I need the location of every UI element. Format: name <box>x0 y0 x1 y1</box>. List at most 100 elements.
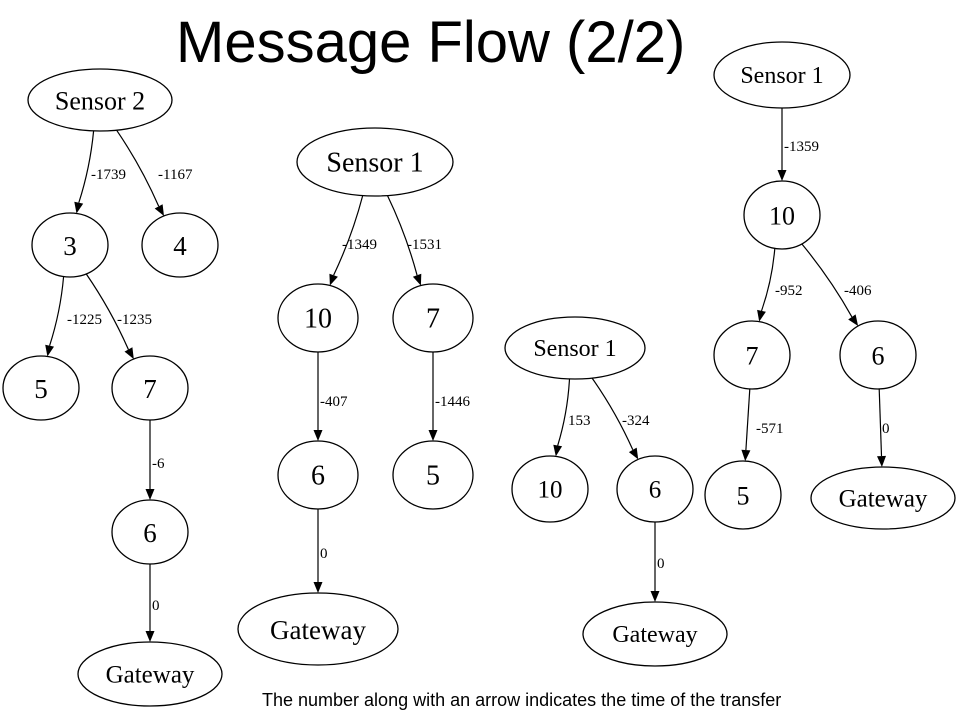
node-b_10: 10 <box>277 283 359 353</box>
arrowhead <box>628 447 639 460</box>
node-label: 7 <box>426 304 440 335</box>
slide-title: Message Flow (2/2) <box>176 10 686 75</box>
arrowhead <box>145 631 155 642</box>
node-label: Sensor 2 <box>55 87 145 116</box>
edge-d_10-d_7 <box>760 248 776 312</box>
node-label: Sensor 1 <box>533 336 616 362</box>
node-ellipse <box>111 499 189 565</box>
edge-b_s1-b_10 <box>333 195 364 276</box>
edge-label: -6 <box>152 456 165 472</box>
edge-d_6-d_gw <box>878 388 883 457</box>
node-ellipse <box>743 180 821 250</box>
node-ellipse <box>616 455 694 523</box>
node-label: Sensor 1 <box>326 148 423 179</box>
arrowhead <box>145 489 155 500</box>
arrowhead <box>313 430 323 441</box>
edge-label: -1225 <box>67 312 102 328</box>
arrowhead <box>553 444 563 457</box>
node-ellipse <box>31 212 109 278</box>
edge-label: -1531 <box>407 237 442 253</box>
node-a_3: 3 <box>31 212 109 278</box>
node-label: Gateway <box>270 615 366 645</box>
edge-label: 0 <box>657 556 665 572</box>
node-ellipse <box>511 455 589 523</box>
edge-c_s1-c_10 <box>557 378 571 446</box>
node-b_6: 6 <box>277 440 359 510</box>
arrowhead <box>74 201 84 214</box>
node-label: 5 <box>426 461 440 492</box>
node-ellipse <box>111 355 189 421</box>
node-label: Sensor 1 <box>740 63 823 89</box>
edge-label: -1349 <box>342 237 377 253</box>
edge-label: -1739 <box>91 167 126 183</box>
node-ellipse <box>277 283 359 353</box>
node-b_gw: Gateway <box>237 592 399 666</box>
node-label: 6 <box>143 518 157 548</box>
node-label: 10 <box>769 202 795 231</box>
edge-label: -1446 <box>435 394 470 410</box>
edge-d_10-d_6 <box>801 243 853 318</box>
node-d_10: 10 <box>743 180 821 250</box>
node-ellipse <box>237 592 399 666</box>
arrowhead <box>412 273 422 286</box>
node-label: 5 <box>34 374 48 404</box>
node-c_gw: Gateway <box>582 601 728 667</box>
node-d_5: 5 <box>704 460 782 530</box>
edge-label: 0 <box>152 598 160 614</box>
node-a_gw: Gateway <box>77 641 223 707</box>
node-ellipse <box>582 601 728 667</box>
edge-a_3-a_7 <box>85 273 129 350</box>
edge-label: -571 <box>756 421 784 437</box>
node-label: 5 <box>737 482 750 511</box>
edge-label: 0 <box>882 421 890 437</box>
node-label: Gateway <box>612 622 697 648</box>
node-a_5: 5 <box>2 355 80 421</box>
edge-label: -1359 <box>784 139 819 155</box>
edge-a_3-a_5 <box>49 276 65 346</box>
arrowhead <box>428 430 438 441</box>
node-a_7: 7 <box>111 355 189 421</box>
arrowhead <box>877 455 886 467</box>
arrowhead <box>848 314 859 326</box>
edge-label: -324 <box>622 413 650 429</box>
arrowhead <box>650 591 660 602</box>
node-label: 4 <box>173 231 187 261</box>
node-label: Gateway <box>839 486 928 513</box>
arrowhead <box>741 449 751 462</box>
node-d_7: 7 <box>713 320 791 390</box>
node-ellipse <box>392 283 474 353</box>
node-a_s2: Sensor 2 <box>27 68 173 132</box>
arrowhead <box>329 273 338 286</box>
node-ellipse <box>713 320 791 390</box>
edge-b_s1-b_7 <box>386 195 418 276</box>
node-label: 10 <box>304 304 332 335</box>
edge-c_s1-c_6 <box>591 377 634 451</box>
node-ellipse <box>2 355 80 421</box>
edge-label: -952 <box>775 283 803 299</box>
arrowhead <box>777 170 787 181</box>
edge-label: -1235 <box>117 312 152 328</box>
node-label: 3 <box>63 231 77 261</box>
node-b_5: 5 <box>392 440 474 510</box>
node-ellipse <box>296 127 454 197</box>
node-ellipse <box>27 68 173 132</box>
node-label: 6 <box>311 461 325 492</box>
node-ellipse <box>713 41 851 109</box>
arrowhead <box>313 582 323 593</box>
node-label: 6 <box>649 477 662 504</box>
node-ellipse <box>141 212 219 278</box>
node-ellipse <box>77 641 223 707</box>
edge-a_s2-a_3 <box>78 130 95 203</box>
node-label: 6 <box>872 342 885 371</box>
edge-label: 153 <box>568 413 591 429</box>
caption: The number along with an arrow indicates… <box>262 690 782 710</box>
node-c_6: 6 <box>616 455 694 523</box>
node-a_4: 4 <box>141 212 219 278</box>
edge-label: -1167 <box>158 167 193 183</box>
edge-a_s2-a_4 <box>116 129 160 207</box>
edge-d_7-d_5 <box>745 388 751 451</box>
